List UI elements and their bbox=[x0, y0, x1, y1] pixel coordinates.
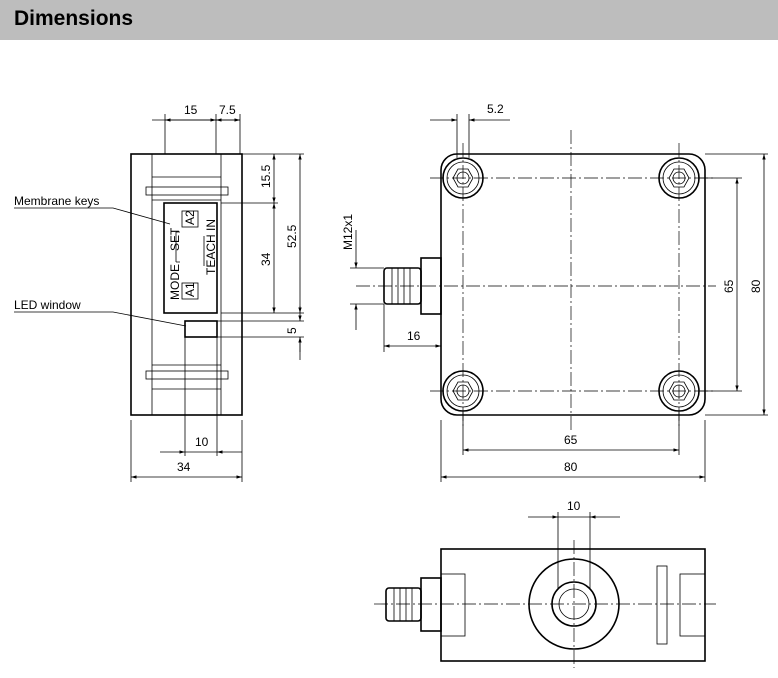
dim-front-34-h: 34 bbox=[177, 460, 191, 474]
mounting-hole-br bbox=[658, 370, 700, 412]
led-window-label: LED window bbox=[14, 298, 81, 312]
keypad-teach-in-label: TEACH IN bbox=[204, 219, 218, 275]
dim-front-5: 5 bbox=[285, 327, 299, 334]
mounting-hole-tl bbox=[442, 157, 484, 199]
key-a2 bbox=[181, 210, 199, 228]
dim-top-80-h: 80 bbox=[564, 460, 578, 474]
keypad-mode-label: MODE bbox=[168, 264, 182, 300]
led-window bbox=[184, 320, 218, 338]
dim-front-52-5: 52.5 bbox=[285, 224, 299, 248]
top-view: 5.2 M12x1 16 65 80 65 80 bbox=[341, 102, 768, 482]
dim-front-7-5: 7.5 bbox=[219, 103, 236, 117]
dim-top-5-2: 5.2 bbox=[487, 102, 504, 116]
dim-front-15-5: 15.5 bbox=[259, 164, 273, 188]
key-a1 bbox=[181, 282, 199, 300]
front-housing bbox=[130, 153, 243, 416]
mounting-hole-tr bbox=[658, 157, 700, 199]
keypad-a2-label: A2 bbox=[183, 210, 197, 225]
keypad-a1-label: A1 bbox=[183, 282, 197, 297]
dim-top-65-h: 65 bbox=[564, 433, 578, 447]
keypad-set-label: SET bbox=[168, 227, 182, 251]
section-title: Dimensions bbox=[14, 7, 134, 30]
side-view: 10 bbox=[374, 499, 716, 668]
dim-top-m12: M12x1 bbox=[341, 214, 355, 250]
dim-front-15: 15 bbox=[184, 103, 198, 117]
m12-connector bbox=[383, 257, 442, 315]
dim-front-34-v: 34 bbox=[259, 252, 273, 266]
dim-top-16: 16 bbox=[407, 329, 421, 343]
dim-side-10: 10 bbox=[567, 499, 581, 513]
membrane-keypad bbox=[163, 202, 218, 314]
membrane-keys-label: Membrane keys bbox=[14, 194, 99, 208]
dim-top-65-v: 65 bbox=[722, 279, 736, 293]
dim-top-80-v: 80 bbox=[749, 279, 763, 293]
dim-front-10: 10 bbox=[195, 435, 209, 449]
mounting-hole-bl bbox=[442, 370, 484, 412]
front-view: MODE SET TEACH IN A1 A2 Membrane keys LE… bbox=[14, 103, 304, 482]
section-header: Dimensions bbox=[0, 0, 778, 40]
